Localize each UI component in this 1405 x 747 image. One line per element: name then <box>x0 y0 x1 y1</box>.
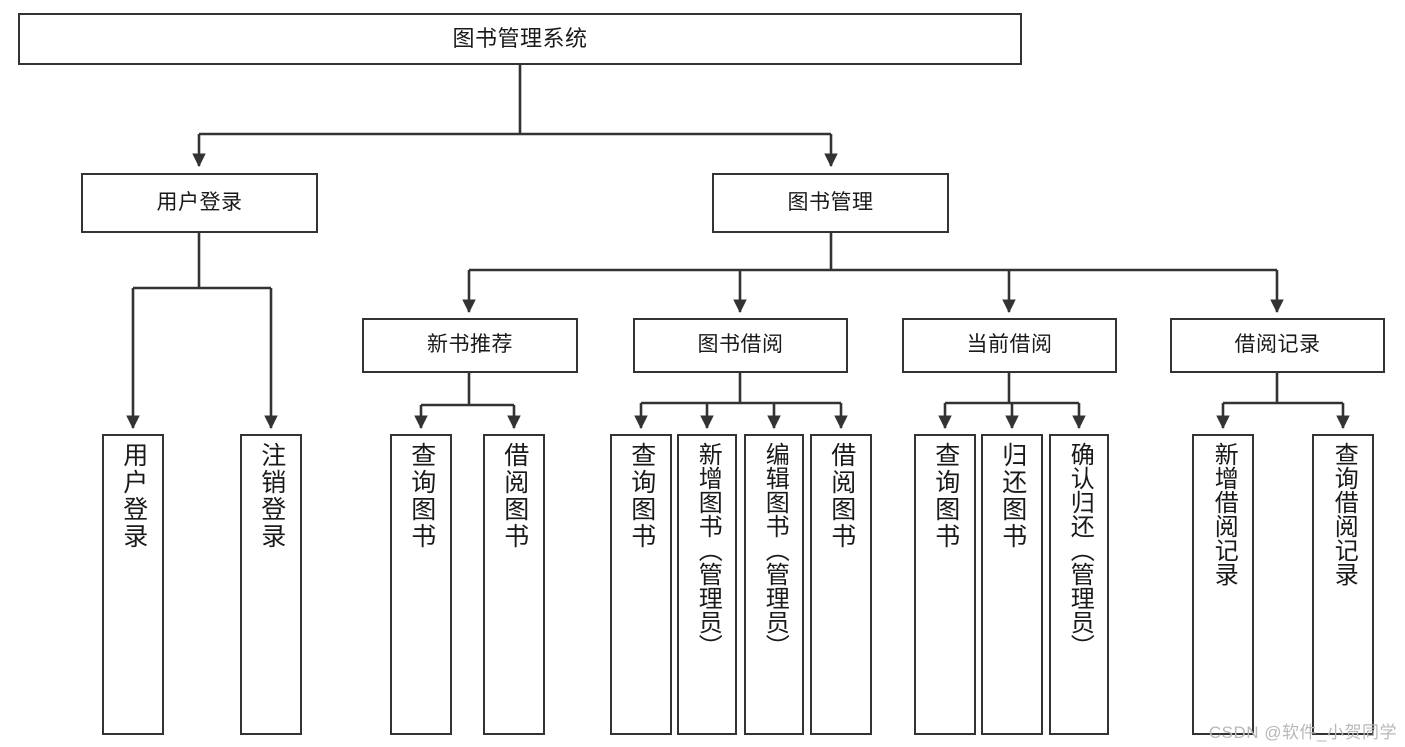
node-leaf-user-login-label: 用户登录 <box>119 442 148 550</box>
node-leaf-query-book-3-label: 查询图书 <box>931 442 960 550</box>
node-leaf-add-record[interactable]: 新增借阅记录 <box>1192 434 1254 735</box>
node-leaf-return-book-label: 归还图书 <box>998 442 1027 550</box>
node-book-borrow-label: 图书借阅 <box>697 333 784 357</box>
node-user-login-label: 用户登录 <box>156 190 243 214</box>
node-book-borrow[interactable]: 图书借阅 <box>633 318 848 373</box>
node-leaf-borrow-book-2-label: 借阅图书 <box>827 442 856 550</box>
node-current-borrow[interactable]: 当前借阅 <box>902 318 1117 373</box>
node-leaf-add-book[interactable]: 新增图书（管理员） <box>677 434 737 735</box>
node-leaf-query-book-1[interactable]: 查询图书 <box>390 434 452 735</box>
node-leaf-confirm-return-label: 确认归还（管理员） <box>1066 442 1094 658</box>
node-leaf-user-login[interactable]: 用户登录 <box>102 434 164 735</box>
node-leaf-logout[interactable]: 注销登录 <box>240 434 302 735</box>
node-leaf-add-book-label: 新增图书（管理员） <box>694 442 722 658</box>
node-user-login[interactable]: 用户登录 <box>81 173 318 233</box>
node-book-management-label: 图书管理 <box>787 190 874 214</box>
node-root-label: 图书管理系统 <box>452 26 588 52</box>
node-leaf-confirm-return[interactable]: 确认归还（管理员） <box>1049 434 1109 735</box>
node-new-book-recommend-label: 新书推荐 <box>427 333 513 357</box>
watermark: CSDN @软件_小贺同学 <box>1208 723 1397 742</box>
node-leaf-borrow-book-2[interactable]: 借阅图书 <box>810 434 872 735</box>
node-leaf-borrow-book-1-label: 借阅图书 <box>500 442 529 550</box>
node-leaf-query-book-3[interactable]: 查询图书 <box>914 434 976 735</box>
node-leaf-logout-label: 注销登录 <box>257 442 286 550</box>
node-leaf-edit-book[interactable]: 编辑图书（管理员） <box>744 434 804 735</box>
node-leaf-add-record-label: 新增借阅记录 <box>1210 442 1238 586</box>
node-book-management[interactable]: 图书管理 <box>712 173 949 233</box>
node-root[interactable]: 图书管理系统 <box>18 13 1022 65</box>
node-borrow-record[interactable]: 借阅记录 <box>1170 318 1385 373</box>
node-leaf-query-record[interactable]: 查询借阅记录 <box>1312 434 1374 735</box>
node-leaf-return-book[interactable]: 归还图书 <box>981 434 1043 735</box>
node-leaf-query-book-2[interactable]: 查询图书 <box>610 434 672 735</box>
node-leaf-query-book-1-label: 查询图书 <box>407 442 436 550</box>
node-leaf-edit-book-label: 编辑图书（管理员） <box>761 442 789 658</box>
node-leaf-query-book-2-label: 查询图书 <box>627 442 656 550</box>
node-current-borrow-label: 当前借阅 <box>966 333 1053 357</box>
node-leaf-query-record-label: 查询借阅记录 <box>1330 442 1358 586</box>
node-leaf-borrow-book-1[interactable]: 借阅图书 <box>483 434 545 735</box>
node-new-book-recommend[interactable]: 新书推荐 <box>362 318 578 373</box>
node-borrow-record-label: 借阅记录 <box>1234 333 1321 357</box>
